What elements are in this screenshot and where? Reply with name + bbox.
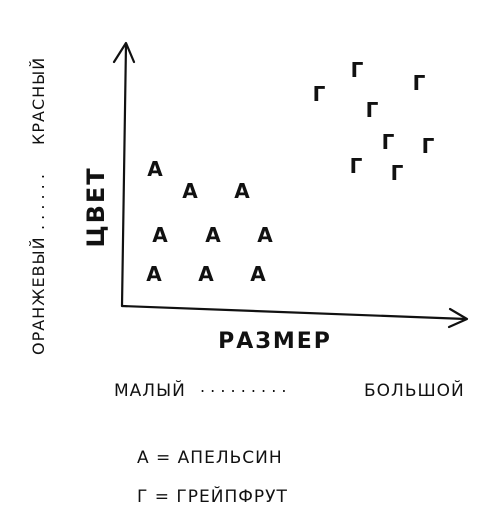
grapefruit-point: Г bbox=[313, 82, 326, 106]
x-axis bbox=[120, 304, 468, 321]
grapefruit-points: Г Г Г Г Г Г Г Г bbox=[313, 58, 435, 185]
y-scale-dots: . . . . . . bbox=[29, 174, 48, 230]
orange-point: А bbox=[147, 157, 163, 181]
y-scale: ОРАНЖЕВЫЙ . . . . . . КРАСНЫЙ bbox=[29, 57, 48, 355]
grapefruit-point: Г bbox=[366, 98, 379, 122]
y-axis bbox=[120, 42, 128, 308]
grapefruit-point: Г bbox=[422, 134, 435, 158]
orange-point: А bbox=[234, 179, 250, 203]
orange-point: А bbox=[152, 223, 168, 247]
orange-point: А bbox=[182, 179, 198, 203]
x-scale-dots: . . . . . . . . . bbox=[200, 377, 286, 396]
y-axis-title: ЦВЕТ bbox=[82, 166, 110, 247]
orange-point: А bbox=[257, 223, 273, 247]
x-scale-high-label: БОЛЬШОЙ bbox=[364, 379, 465, 401]
grapefruit-point: Г bbox=[413, 71, 426, 95]
y-scale-high-label: КРАСНЫЙ bbox=[29, 57, 48, 145]
grapefruit-point: Г bbox=[382, 130, 395, 154]
grapefruit-point: Г bbox=[391, 161, 404, 185]
orange-point: А bbox=[198, 262, 214, 286]
y-scale-low-label: ОРАНЖЕВЫЙ bbox=[29, 236, 48, 355]
y-axis-arrowhead bbox=[112, 41, 136, 64]
x-axis-arrowhead bbox=[447, 307, 469, 329]
legend-orange: А = АПЕЛЬСИН bbox=[137, 448, 283, 468]
orange-point: А bbox=[146, 262, 162, 286]
x-axis-title: РАЗМЕР bbox=[218, 329, 332, 354]
x-scale-low-label: МАЛЫЙ bbox=[114, 379, 186, 401]
orange-point: А bbox=[250, 262, 266, 286]
legend-grapefruit: Г = ГРЕЙПФРУТ bbox=[137, 485, 288, 507]
orange-points: А А А А А А А А А bbox=[146, 157, 273, 286]
orange-point: А bbox=[205, 223, 221, 247]
grapefruit-point: Г bbox=[350, 154, 363, 178]
grapefruit-point: Г bbox=[351, 58, 364, 82]
